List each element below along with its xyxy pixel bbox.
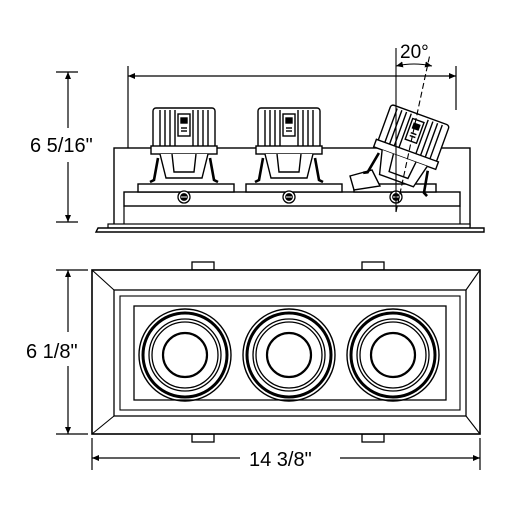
side-height-label: 6 5/16" <box>30 135 93 157</box>
front-view: 6 1/8" 14 3/8" <box>26 261 481 471</box>
tilt-angle-label: 20° <box>400 42 429 63</box>
aperture-left <box>137 307 233 403</box>
screw-center <box>282 190 296 204</box>
front-height-label: 6 1/8" <box>26 341 78 363</box>
screw-left <box>177 190 191 204</box>
side-height-dimension <box>56 71 78 223</box>
front-width-dimension <box>91 438 481 470</box>
front-height-dimension <box>56 269 88 435</box>
aperture-center <box>241 307 337 403</box>
front-width-label: 14 3/8" <box>249 449 312 471</box>
side-view: 20° 6 5/16" <box>30 42 485 233</box>
mounting-tabs <box>191 261 385 443</box>
aperture-right <box>345 307 441 403</box>
tilt-angle-indicator <box>395 48 433 213</box>
top-reference-line <box>127 66 457 148</box>
